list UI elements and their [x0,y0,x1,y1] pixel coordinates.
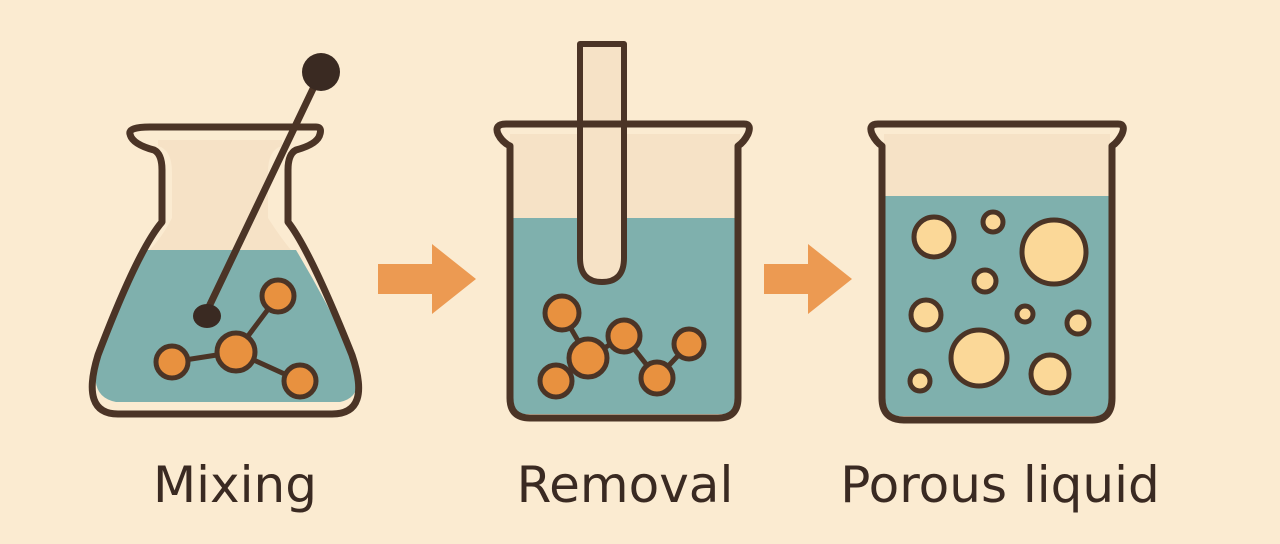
pore [911,214,957,260]
porous-liquid-beaker [867,120,1127,424]
particle [638,359,676,397]
pore [908,297,944,333]
pore [1014,303,1036,325]
particle [281,362,319,400]
particle [671,326,707,362]
beaker-liquid [510,218,740,414]
test-tube [577,41,627,285]
mixing-flask [88,53,363,418]
stirring-rod [193,53,340,328]
right-arrow-icon [378,244,476,314]
particle [605,317,643,355]
molecule-cluster [153,277,319,400]
particle-chain [537,293,707,400]
particle [153,343,191,381]
right-arrow-icon [764,244,852,314]
pore [980,209,1006,235]
pore-cluster [907,209,1092,396]
step-label-removal: Removal [516,456,734,514]
pore [1028,352,1072,396]
step-label-porous-liquid: Porous liquid [840,456,1160,514]
particle [537,362,575,400]
pore [907,368,933,394]
pore [1064,309,1092,337]
particle [214,330,258,374]
step-label-mixing: Mixing [153,456,317,514]
beaker-outline [867,120,1127,424]
beaker-glass [884,134,1110,198]
flask-outline [88,123,363,418]
particle [542,293,582,333]
pore [1019,217,1089,287]
pore [971,267,999,295]
pore [948,327,1010,389]
beaker-outline [493,120,753,422]
particle [259,277,297,315]
flask-glass [142,140,296,256]
removal-beaker [493,41,753,422]
particle [566,336,610,380]
